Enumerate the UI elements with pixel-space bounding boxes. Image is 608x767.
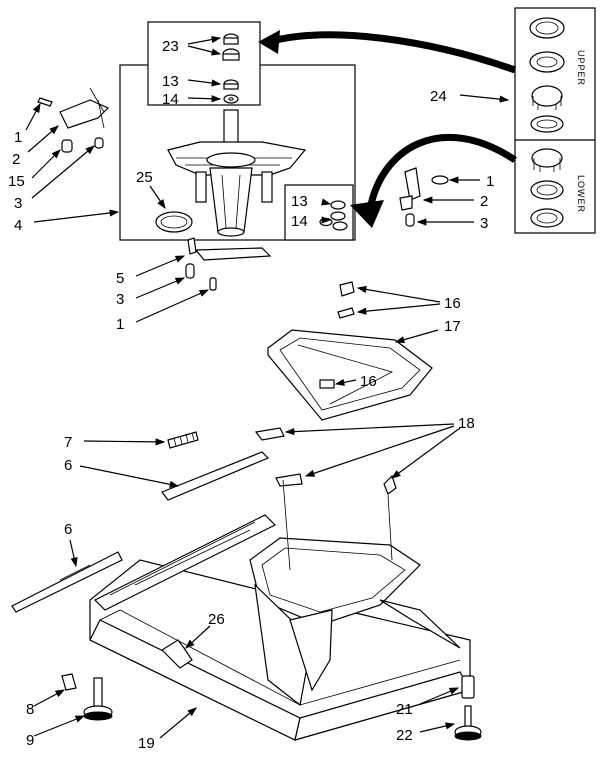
right-inset-washers	[319, 200, 348, 231]
curved-arrow-lower-head	[350, 200, 384, 228]
upper-assembly	[37, 21, 517, 291]
callout-17: 17	[444, 318, 461, 335]
callout-16: 16	[444, 295, 461, 312]
rail-lower	[11, 551, 123, 613]
curved-arrow-lower	[366, 133, 517, 211]
callout-3-right: 3	[480, 215, 488, 232]
callout-21: 21	[396, 701, 413, 718]
callout-13-right: 13	[291, 193, 308, 210]
spring-and-brackets	[11, 427, 397, 613]
callout-4: 4	[14, 217, 22, 234]
callout-6-lower: 6	[64, 521, 72, 538]
callout-26: 26	[208, 611, 225, 628]
callout-15: 15	[8, 173, 25, 190]
seal-inset-box	[147, 21, 261, 106]
callout-6: 6	[64, 457, 72, 474]
callout-2-right: 2	[480, 193, 488, 210]
curved-arrow-upper	[267, 31, 517, 74]
callout-3: 3	[14, 195, 22, 212]
callout-5: 5	[116, 270, 124, 287]
callout-3-lower: 3	[116, 291, 124, 308]
belt	[155, 211, 193, 233]
right-bracket-parts	[399, 167, 449, 227]
callout-1: 1	[14, 129, 22, 146]
clip-26	[161, 639, 193, 669]
callout-1-lower: 1	[116, 316, 124, 333]
callout-22: 22	[396, 727, 413, 744]
callout-23: 23	[162, 38, 179, 55]
leader-lines	[25, 36, 510, 739]
callout-2: 2	[12, 151, 20, 168]
base-frame	[89, 479, 471, 741]
callout-24: 24	[430, 88, 447, 105]
callout-labels: 23 13 14 24 1 2 15 3 25 4 1 2 3 13 14 5 …	[8, 38, 494, 752]
upper-bearings	[529, 17, 565, 133]
callout-8: 8	[26, 701, 34, 718]
lower-label: LOWER	[576, 175, 586, 213]
curved-arrow-upper-head	[258, 30, 280, 54]
left-bracket-parts	[37, 87, 110, 153]
callout-7: 7	[64, 434, 72, 451]
lower-bracket-parts	[185, 237, 272, 291]
callout-16-lower: 16	[360, 373, 377, 390]
callout-18: 18	[458, 415, 475, 432]
foot-right	[454, 675, 482, 741]
callout-1-right: 1	[486, 173, 494, 190]
lower-bearings	[530, 148, 564, 228]
callout-19: 19	[138, 735, 155, 752]
mounting-platform	[267, 281, 433, 421]
foot-left	[61, 673, 113, 721]
upper-label: UPPER	[576, 50, 586, 86]
spring	[167, 431, 199, 449]
callout-25: 25	[136, 169, 153, 186]
seal-stack-upper	[222, 33, 240, 104]
rail-upper	[161, 451, 270, 501]
callout-9: 9	[26, 732, 34, 749]
gearcase	[167, 109, 307, 237]
callout-13: 13	[162, 73, 179, 90]
bearing-kit-panel: UPPER LOWER	[514, 7, 596, 234]
callout-14: 14	[162, 91, 179, 108]
callout-14-right: 14	[291, 213, 308, 230]
